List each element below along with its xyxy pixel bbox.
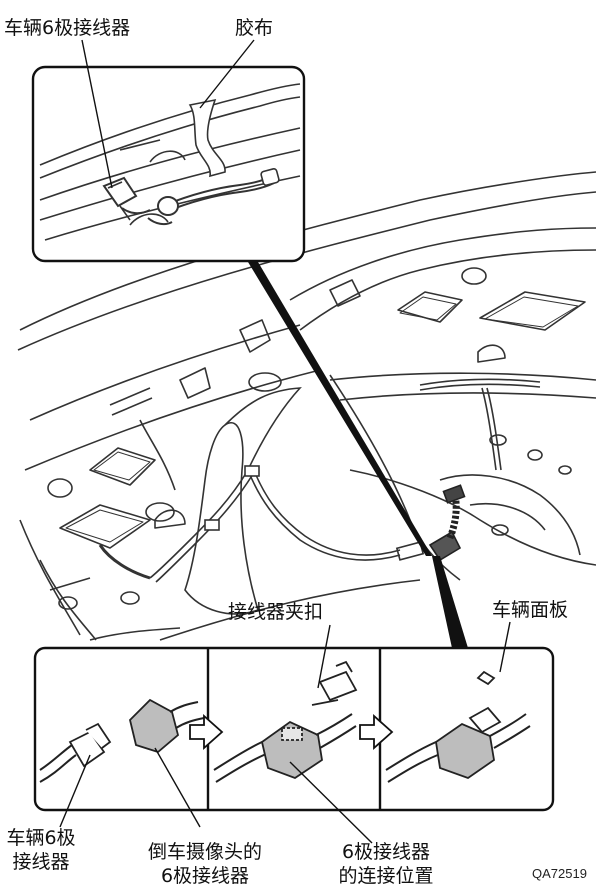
label-connector-clip: 接线器夹扣 [228, 601, 324, 623]
label-vehicle-panel: 车辆面板 [492, 599, 569, 621]
step-arrow-2 [359, 713, 394, 751]
label-line: 6极接线器 [341, 841, 431, 863]
top-inset [31, 65, 306, 263]
label-tape: 胶布 [235, 17, 274, 39]
leader-bottom [432, 556, 468, 648]
label-vehicle-6pin-connector-bottom: 车辆6极 接线器 [0, 826, 82, 874]
label-line: 接线器 [12, 851, 70, 873]
label-connection-position: 6极接线器 的连接位置 [326, 840, 446, 888]
label-line: 倒车摄像头的 [147, 841, 262, 863]
label-camera-6pin-connector: 倒车摄像头的 6极接线器 [130, 840, 280, 888]
wire-harness [98, 378, 541, 583]
top-pointers [81, 39, 255, 189]
step2-connector [213, 660, 358, 783]
label-line: 车辆6极 [6, 827, 76, 849]
bottom-pointers [59, 621, 511, 844]
figure-code: QA72519 [532, 866, 587, 881]
trim-cover [184, 387, 302, 615]
leader-top [248, 262, 432, 556]
label-line: 6极接线器 [160, 865, 250, 887]
main-connector [428, 484, 466, 562]
step1-connectors [39, 698, 205, 783]
step3-connector [385, 670, 531, 783]
step-arrow-1 [189, 713, 224, 751]
label-vehicle-6pin-connector-top: 车辆6极接线器 [4, 17, 131, 39]
label-line: 的连接位置 [338, 865, 434, 887]
